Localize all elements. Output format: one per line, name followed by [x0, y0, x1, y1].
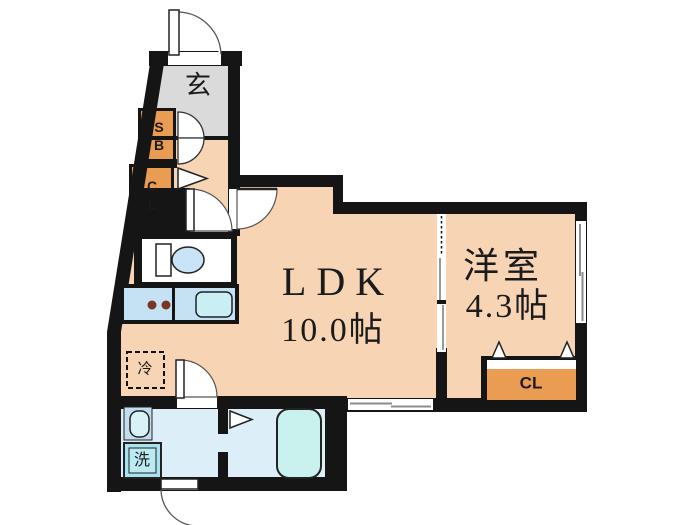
bath-door-icon: [229, 409, 255, 430]
hallway-closet-label: CL: [144, 178, 160, 214]
washing-machine-label: 洗: [133, 452, 151, 469]
bedroom-closet-fill: [487, 369, 576, 400]
entrance-door-icon: [168, 9, 222, 56]
stove-burner-icon: [147, 300, 157, 310]
bedroom-closet-track: [487, 360, 576, 369]
bath-divider-opening: [218, 434, 228, 452]
hall-door-icon: [185, 188, 233, 232]
ldk-size-label: 10.0帖: [281, 312, 385, 349]
stove-burner-icon: [161, 300, 171, 310]
western-room-label: 洋室: [462, 246, 544, 286]
diagonal-left-wall: [107, 51, 166, 492]
ldk-top-wall-a: [228, 175, 343, 187]
outswing-door-icon: [160, 478, 199, 525]
bedroom-closet-door-icon: [558, 340, 576, 359]
bedroom-closet-door-icon: [490, 340, 508, 359]
windows: [350, 224, 584, 408]
washing-machine-inner: [128, 447, 157, 474]
toilet-bowl-icon: [171, 246, 205, 274]
bath-divider-top: [218, 406, 228, 434]
top-wall-b: [333, 202, 587, 214]
refrigerator-icon: [126, 351, 165, 389]
ldk-window-icon: [350, 402, 431, 408]
washbath-top-wall: [107, 396, 347, 409]
kitchen-counter-divider: [172, 288, 175, 320]
refrigerator-label: 冷: [137, 361, 153, 378]
shoe-box-label: SB: [151, 119, 167, 155]
toilet-tank-icon: [155, 243, 172, 277]
partition-bottom-stub: [436, 348, 447, 404]
bath-divider-bottom: [218, 452, 228, 482]
sliding-partition: [437, 214, 446, 352]
fixtures: [123, 243, 322, 479]
sb-cl-wall-stub: [140, 159, 177, 168]
bedroom-window-icon: [579, 224, 584, 321]
doors: [160, 9, 576, 525]
washroom-door-icon: [175, 359, 218, 399]
western-room-size-label: 4.3帖: [465, 288, 551, 325]
wash-basin-icon: [129, 410, 150, 438]
hall-closet-door-icon: [177, 166, 210, 191]
ldk-label: LDK: [281, 259, 395, 304]
bedroom-closet-label: CL: [519, 373, 543, 393]
ldk-door-icon: [236, 187, 278, 230]
shoe-box-doors-icon: [177, 111, 205, 165]
vestibule-wall-fill: [130, 188, 190, 236]
entrance-label: 玄: [184, 71, 212, 100]
bathtub-icon: [276, 408, 322, 479]
kitchen-sink-icon: [195, 291, 233, 318]
washbath-right-wall: [325, 396, 347, 491]
step-wall: [333, 175, 343, 214]
